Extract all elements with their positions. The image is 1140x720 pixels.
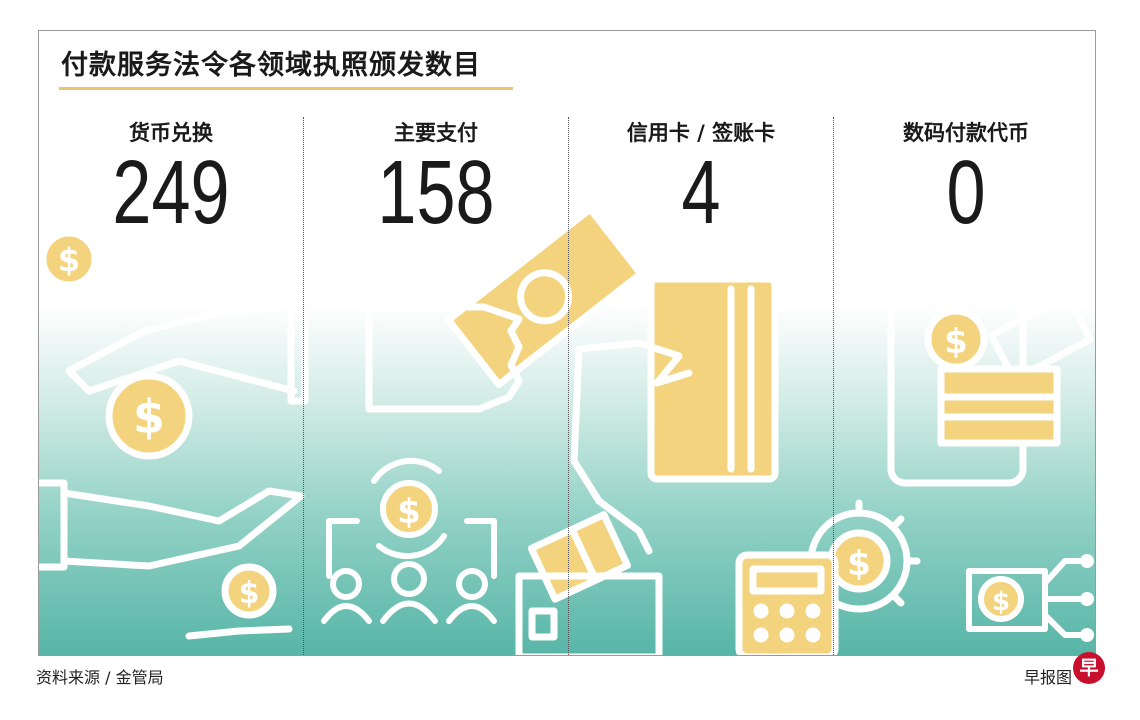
cycle-people-icon: $: [321, 457, 497, 624]
column-divider: [303, 117, 304, 655]
phone-payment-icon: $: [805, 207, 1095, 487]
column-divider: [568, 117, 569, 655]
svg-text:$: $: [58, 241, 80, 279]
hand-coin-icon: $ $ $: [39, 229, 309, 640]
category-value: 158: [377, 143, 495, 243]
category-column-major-payment: 主要支付 158: [304, 31, 568, 655]
svg-text:$: $: [944, 322, 968, 362]
gear-dollar-icon: $: [807, 499, 921, 613]
illustration-layer: $ $ $ $: [39, 205, 1095, 655]
category-label: 主要支付: [394, 121, 478, 145]
category-label: 信用卡 / 签账卡: [626, 121, 776, 145]
svg-text:$: $: [992, 587, 1010, 617]
source-note: 资料来源 / 金管局: [36, 668, 164, 687]
infographic-frame: $ $ $ $: [38, 30, 1096, 656]
svg-text:$: $: [847, 544, 871, 584]
digital-coin-icon: $: [966, 554, 1094, 642]
svg-text:$: $: [239, 576, 260, 611]
chart-title: 付款服务法令各领域执照颁发数目: [61, 50, 481, 81]
category-value: 249: [112, 143, 230, 243]
credit-note: 早报图: [1024, 668, 1073, 687]
title-underline: [59, 87, 513, 90]
card-hand-icon: [570, 275, 779, 555]
category-value: 0: [946, 143, 986, 243]
category-value: 4: [681, 143, 721, 243]
category-column-cards: 信用卡 / 签账卡 4: [569, 31, 833, 655]
category-column-currency-exchange: 货币兑换 249: [39, 31, 303, 655]
category-label: 货币兑换: [129, 121, 213, 145]
zaobao-logo: 早: [1073, 652, 1105, 684]
category-label: 数码付款代币: [903, 121, 1029, 145]
wallet-card-icon: [515, 511, 663, 655]
money-bill-hand-icon: [365, 205, 645, 413]
column-divider: [833, 117, 834, 655]
svg-text:$: $: [133, 390, 165, 444]
svg-text:$: $: [397, 492, 421, 532]
calculator-icon: [735, 551, 839, 655]
category-column-digital-token: 数码付款代币 0: [834, 31, 1095, 655]
